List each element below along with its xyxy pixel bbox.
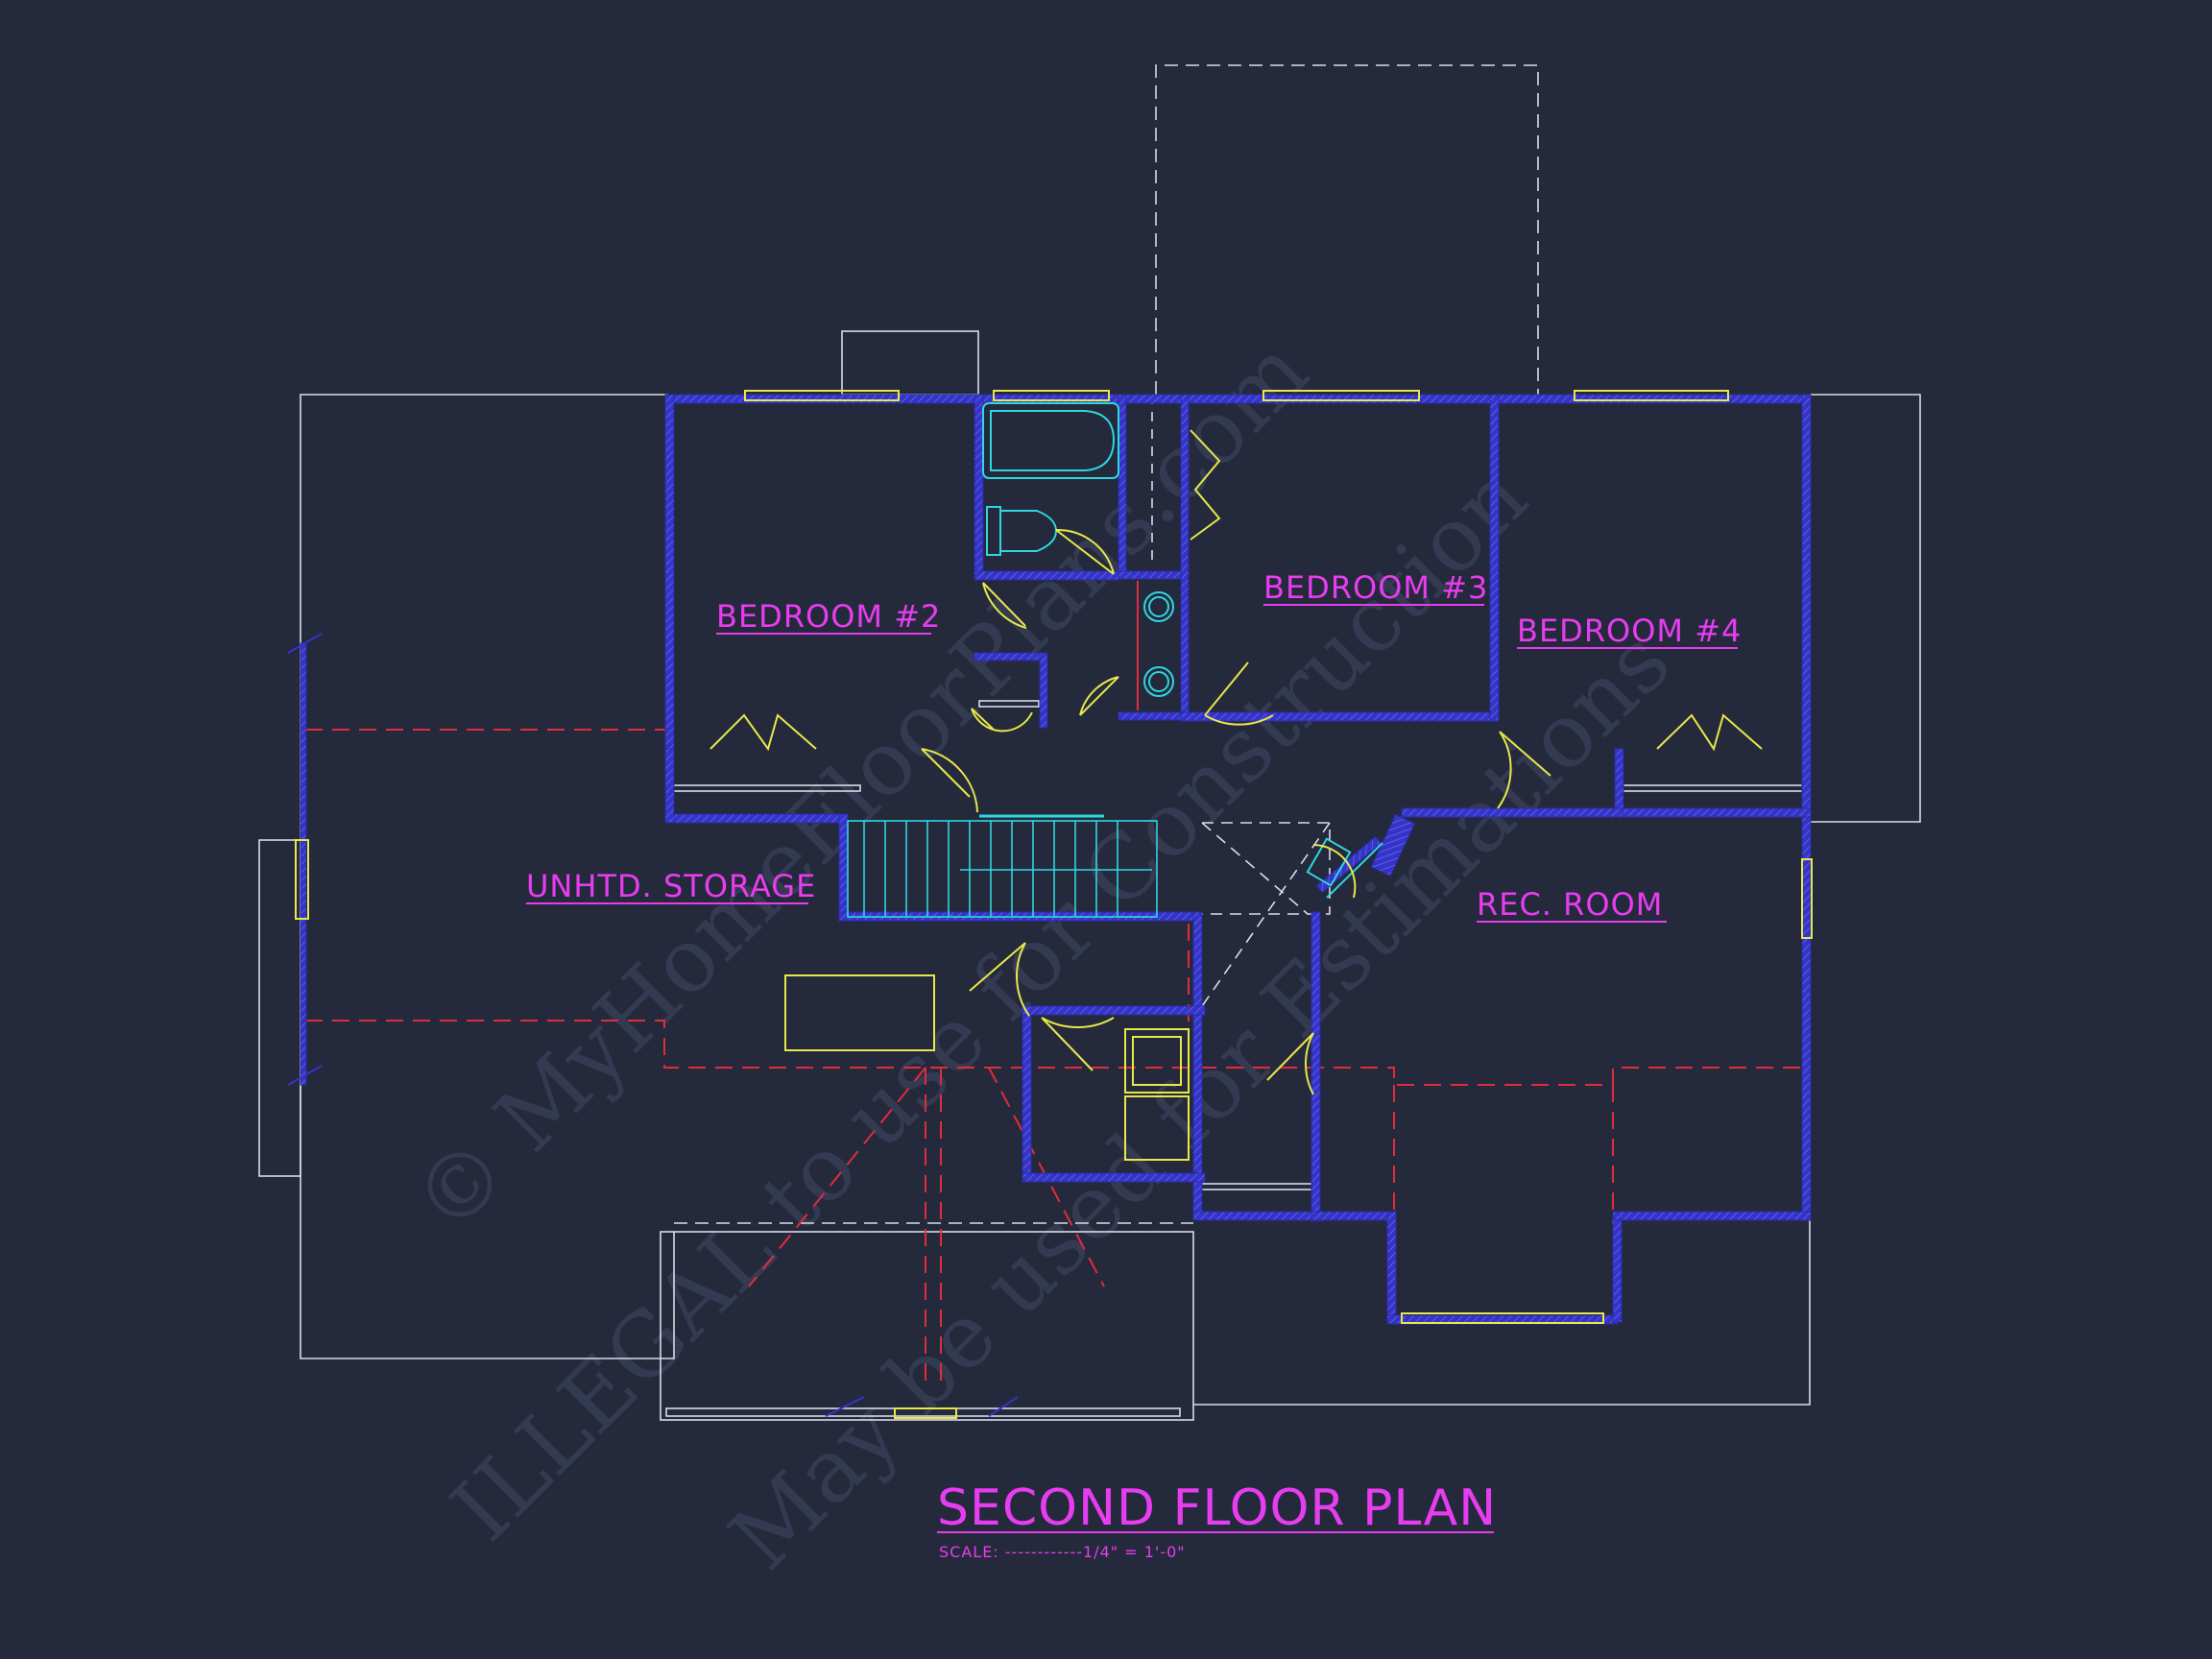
door-fireplace bbox=[1312, 844, 1357, 899]
window-bay bbox=[295, 839, 309, 920]
door-closet bbox=[921, 748, 978, 813]
sink-2 bbox=[1143, 666, 1174, 697]
window-rec bbox=[1801, 858, 1813, 939]
walls bbox=[300, 394, 1812, 1325]
window-b2 bbox=[744, 390, 900, 401]
attic-access bbox=[784, 974, 935, 1051]
lower-right-outline bbox=[1193, 1219, 1811, 1406]
storage-label: UNHTD. STORAGE bbox=[526, 868, 816, 904]
door-b2 bbox=[982, 582, 1027, 629]
door-laundry bbox=[969, 942, 1030, 1017]
door-laundry2 bbox=[1041, 1017, 1115, 1071]
window-porch bbox=[894, 1407, 957, 1419]
window-bottom-bay bbox=[1401, 1312, 1604, 1324]
right-roof-outline bbox=[1810, 394, 1921, 823]
fireplace bbox=[1306, 837, 1352, 887]
porch-outline bbox=[660, 1231, 1194, 1421]
bedroom-4-label: BEDROOM #4 bbox=[1517, 613, 1742, 649]
chimney-outline bbox=[841, 330, 979, 396]
door-hall bbox=[971, 708, 1033, 733]
bifold-b2 bbox=[709, 713, 817, 752]
plumbing-fixtures bbox=[982, 402, 1383, 899]
dashed-garage-outline bbox=[1155, 64, 1539, 395]
bifold-b4 bbox=[1656, 713, 1763, 752]
bedroom-2-label: BEDROOM #2 bbox=[716, 598, 941, 635]
laundry-shelf bbox=[978, 700, 1040, 708]
closet-shelf-b4 bbox=[1620, 784, 1804, 792]
dryer bbox=[1124, 1028, 1190, 1094]
door-b4 bbox=[1497, 731, 1551, 809]
bay-markers bbox=[287, 633, 1019, 1417]
yellow-fixtures bbox=[295, 390, 1813, 1419]
dashed-stair-opening bbox=[1202, 822, 1331, 915]
door-vanity bbox=[1079, 676, 1119, 716]
door-b3 bbox=[1204, 661, 1274, 726]
stairs bbox=[847, 814, 1158, 918]
door-closet2 bbox=[1266, 1032, 1314, 1095]
plan-title-block: SECOND FLOOR PLAN SCALE: ------------1/4… bbox=[937, 1479, 1497, 1561]
rec-room-label: REC. ROOM bbox=[1477, 886, 1663, 923]
hall-shelf bbox=[1197, 1183, 1318, 1190]
toilet-tank bbox=[986, 506, 1001, 556]
door-bath bbox=[1055, 528, 1115, 575]
bathtub bbox=[982, 402, 1119, 479]
sink-1 bbox=[1143, 591, 1174, 622]
washer bbox=[1124, 1095, 1190, 1161]
bifold-b3 bbox=[1190, 429, 1221, 541]
left-roof-outline bbox=[300, 394, 675, 1359]
window-b4 bbox=[1574, 390, 1729, 401]
room-labels: BEDROOM #2 BEDROOM #3 BEDROOM #4 UNHTD. … bbox=[526, 569, 1742, 923]
window-b3 bbox=[1262, 390, 1420, 401]
plan-scale: SCALE: ------------1/4" = 1'-0" bbox=[939, 1543, 1186, 1561]
bedroom-3-label: BEDROOM #3 bbox=[1263, 569, 1488, 606]
plan-title: SECOND FLOOR PLAN bbox=[937, 1479, 1497, 1537]
window-bath bbox=[993, 390, 1110, 401]
bay-outline bbox=[258, 839, 301, 1177]
